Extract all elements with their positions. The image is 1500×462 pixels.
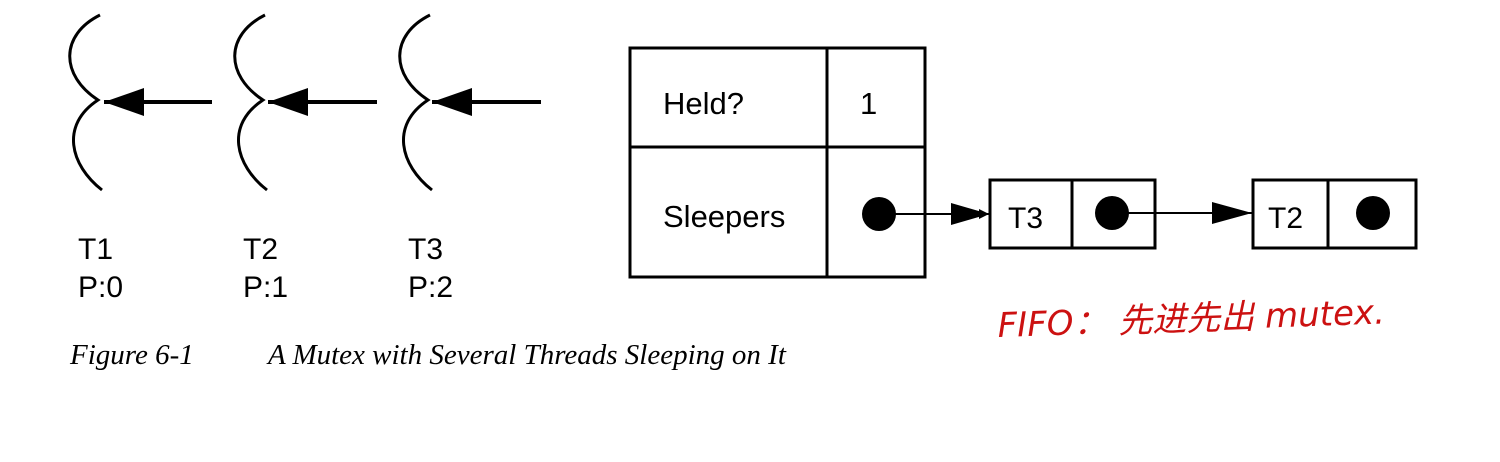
thread-priority: P:2 <box>408 271 453 304</box>
queue-node-outline <box>1251 178 1418 250</box>
handwritten-annotation: FIFO： 先进先出 mutex. <box>997 292 1386 345</box>
figure-title: A Mutex with Several Threads Sleeping on… <box>266 339 787 371</box>
thread-name: T3 <box>408 233 443 266</box>
thread-squiggle <box>68 13 103 192</box>
mutex-outline <box>628 46 927 279</box>
mutex-struct: Held? 1 Sleepers <box>628 46 927 279</box>
thread-priority: P:0 <box>78 271 123 304</box>
thread-priority: P:1 <box>243 271 288 304</box>
queue-node-name: T3 <box>1008 202 1043 235</box>
held-value: 1 <box>860 86 877 121</box>
queue-node-t2: T2 <box>1251 178 1418 250</box>
arrowhead-icon <box>951 203 989 225</box>
thread-squiggle <box>233 13 268 192</box>
thread-squiggle <box>398 13 433 192</box>
arrowhead-icon <box>432 88 472 116</box>
figure-caption: Figure 6-1 A Mutex with Several Threads … <box>69 339 787 371</box>
held-label: Held? <box>663 86 744 121</box>
arrowhead-icon <box>268 88 308 116</box>
thread-t3: T3 P:2 <box>398 13 541 304</box>
thread-t2: T2 P:1 <box>233 13 377 304</box>
arrowhead-icon <box>1212 202 1252 224</box>
arrowhead-icon <box>104 88 144 116</box>
thread-t1: T1 P:0 <box>68 13 212 304</box>
thread-name: T1 <box>78 233 113 266</box>
figure-number: Figure 6-1 <box>69 339 194 371</box>
thread-name: T2 <box>243 233 278 266</box>
next-pointer-dot <box>1356 196 1390 230</box>
sleepers-label: Sleepers <box>663 199 785 234</box>
queue-node-name: T2 <box>1268 202 1303 235</box>
